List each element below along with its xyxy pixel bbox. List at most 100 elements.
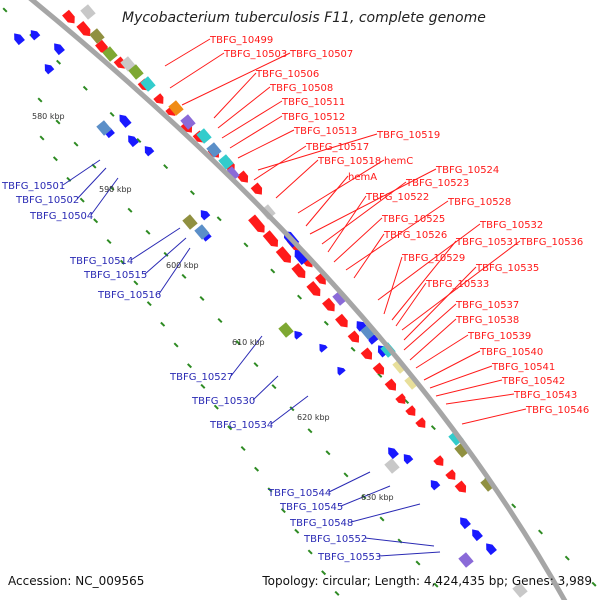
forward-leader-line [353,233,385,279]
forward-leader-line [415,334,469,369]
reverse-gene-arrow [200,210,211,221]
forward-gene-label: TBFG_10529 [401,253,465,264]
tick-mark [240,445,246,452]
tick-mark [254,466,260,472]
forward-gene-arrow [454,480,467,493]
forward-leader-line [435,379,503,397]
forward-gene-arrow [113,56,126,69]
tick-mark [217,317,223,324]
tick-mark [173,342,179,348]
tick-mark [52,156,58,162]
forward-leader-line [217,86,271,129]
tick-mark [307,428,313,434]
tick-mark [39,135,45,141]
reverse-leader-line [350,503,421,523]
forward-gene-label: TBFG_10533 [425,279,489,290]
reverse-gene-arrow [144,146,155,157]
kbp-label: 620 kbp [297,413,330,422]
tick-mark [430,425,436,431]
forward-leader-line [445,393,515,405]
forward-leader-line [229,115,283,149]
reverse-gene-arrow [128,135,139,148]
reverse-leader-line [270,395,309,425]
forward-gene-label: TBFG_10513 [293,126,357,137]
forward-gene-label: hemC [384,156,413,167]
tick-mark [511,503,517,509]
cog-color-block [128,64,144,80]
forward-gene-arrow [372,362,385,375]
forward-leader-line [297,159,385,214]
map-title: Mycobacterium tuberculosis F11, complete… [122,10,486,26]
forward-gene-label: TBFG_10512 [281,112,345,123]
tick-layer [2,7,597,596]
forward-leader-line [383,256,403,315]
topology-text: Topology: circular; Length: 4,424,435 bp… [262,574,592,588]
reverse-leader-line [90,177,119,216]
tick-mark [213,404,219,410]
forward-gene-label: TBFG_10540 [479,347,543,358]
reverse-leader-line [144,237,187,275]
forward-gene-label: TBFG_10503 [223,49,287,60]
reverse-gene-arrow [337,366,346,376]
forward-gene-label: TBFG_10537 [455,300,519,311]
cog-color-block [360,324,376,340]
reverse-gene-arrow [294,249,309,266]
forward-gene-arrow [250,182,263,195]
tick-mark [106,238,112,245]
tick-mark [350,346,356,352]
forward-leader-line [275,159,319,199]
reverse-gene-arrow [14,33,25,46]
forward-gene-arrow [262,230,279,247]
forward-gene-arrow [405,405,416,416]
reverse-gene-label: TBFG_10548 [289,518,353,529]
tick-mark [189,190,195,196]
reverse-leader-line [76,167,107,200]
cog-color-block [168,100,184,116]
forward-gene-arrow [415,417,426,428]
reverse-gene-label: TBFG_10527 [169,372,233,383]
leader-line-layer [62,38,527,557]
forward-leader-line [253,145,307,181]
cog-color-block [512,582,528,598]
forward-leader-line [395,282,427,327]
forward-gene-label: TBFG_10511 [281,97,345,108]
forward-gene-label: TBFG_10536 [519,237,583,248]
forward-leader-line [377,223,481,301]
reverse-gene-arrow [388,447,399,460]
gene-layer [14,4,528,598]
reverse-gene-arrow [44,64,55,75]
tick-mark [307,549,313,555]
forward-leader-line [403,266,477,341]
tick-mark [56,59,62,65]
forward-gene-label: TBFG_10543 [513,390,577,401]
reverse-gene-label: TBFG_10534 [209,420,273,431]
forward-gene-label: TBFG_10535 [475,263,539,274]
forward-gene-label: TBFG_10499 [209,35,273,46]
forward-gene-arrow [76,20,91,37]
tick-mark [379,516,385,522]
cog-color-block [278,322,294,338]
tick-mark [93,218,99,224]
tick-mark [343,472,349,478]
forward-gene-label: TBFG_10528 [447,197,511,208]
tick-mark [235,340,241,346]
tick-mark [37,97,43,103]
tick-mark [163,164,169,170]
forward-gene-label: TBFG_10525 [381,214,445,225]
tick-mark [297,294,303,300]
cog-color-block [80,4,96,20]
forward-gene-label: TBFG_10531 [455,237,519,248]
forward-gene-arrow [433,455,444,466]
reverse-gene-label: TBFG_10501 [1,181,65,192]
cog-color-block [140,76,156,92]
forward-gene-arrow [347,330,360,343]
cog-color-block [458,552,474,568]
tick-mark [133,280,139,286]
reverse-gene-arrow [319,343,328,353]
forward-gene-label: TBFG_10517 [305,142,369,153]
forward-gene-arrow [384,378,397,391]
forward-gene-arrow [306,280,321,297]
forward-gene-arrow [335,313,348,328]
forward-leader-line [391,240,457,321]
